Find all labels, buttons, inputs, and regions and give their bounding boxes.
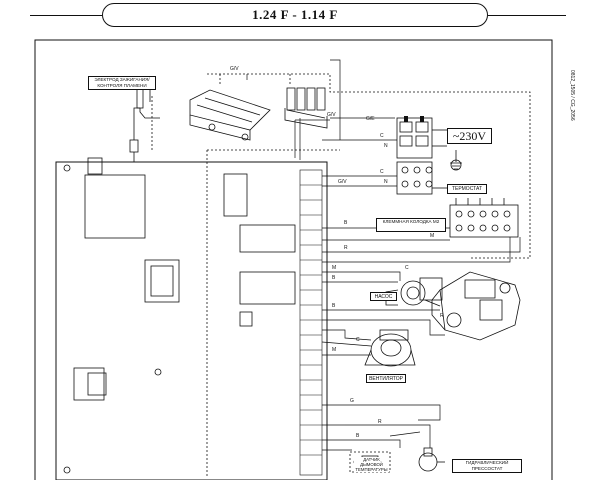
wire-letter: R [378, 419, 382, 425]
wire-letter: C [405, 265, 409, 271]
flue-sensor-label: ДАТЧИК ДЫМОВОЙ ТЕМПЕРАТУРЫ [354, 457, 389, 472]
diagram-frame [34, 39, 553, 480]
pump-label: НАСОС [370, 292, 397, 301]
thermostat-terminal [396, 161, 447, 195]
transformer [84, 174, 146, 239]
wire-letter: C [380, 169, 384, 175]
electrode-label: ЭЛЕКТРОД ЗАЖИГАНИЯ/ КОНТРОЛЯ ПЛАМЕНИ [88, 76, 156, 90]
fan [364, 329, 416, 367]
wire-letter: B [356, 433, 360, 439]
fan-label: ВЕНТИЛЯТОР [366, 374, 406, 383]
page-title: 1.24 F - 1.14 F [102, 3, 488, 27]
header-rule-right [488, 15, 566, 16]
wire-letter: M [332, 265, 337, 271]
wire-letter: M [430, 233, 435, 239]
power-connector [396, 117, 447, 159]
gas-valve [431, 271, 521, 341]
wire-letter: M [332, 347, 337, 353]
wire-letter: B [332, 303, 336, 309]
electrode-plugs [284, 87, 328, 129]
wire-letter: G/E [366, 116, 375, 122]
wire-letter: G/V [327, 112, 336, 118]
board-relay [144, 259, 180, 303]
header-rule-left [30, 15, 102, 16]
ground-symbol [450, 150, 462, 171]
thermostat-label: ТЕРМОСТАТ [447, 184, 487, 194]
wire-letter: N [384, 143, 388, 149]
wire-letter: B [344, 220, 348, 226]
wire-letter: G [350, 398, 354, 404]
terminal-block-m2 [449, 198, 519, 238]
wire-letter: R [344, 245, 348, 251]
control-board [55, 161, 328, 480]
burner-assembly [189, 89, 271, 141]
pump [385, 277, 443, 307]
hydraulic-switch [418, 447, 445, 472]
wire-letter: C [356, 337, 360, 343]
wire-letter: C [380, 133, 384, 139]
terminal-block-label: КЛЕММНАЯ КОЛОДКА M2 [376, 218, 446, 232]
ignition-electrode [129, 85, 160, 162]
hydro-switch-label: ГИДРАВЛИЧЕСКИЙ ПРЕССОСТАТ [452, 459, 522, 473]
wire-letter: G/V [338, 179, 347, 185]
wire-letter: N [384, 179, 388, 185]
wire-letter: G/V [230, 66, 239, 72]
wire-letter: R [440, 313, 444, 319]
wire-letter: B [332, 275, 336, 281]
voltage-label: ~230V [447, 128, 492, 144]
drawing-code: 0812_1505 / CG_2056 [569, 70, 575, 121]
